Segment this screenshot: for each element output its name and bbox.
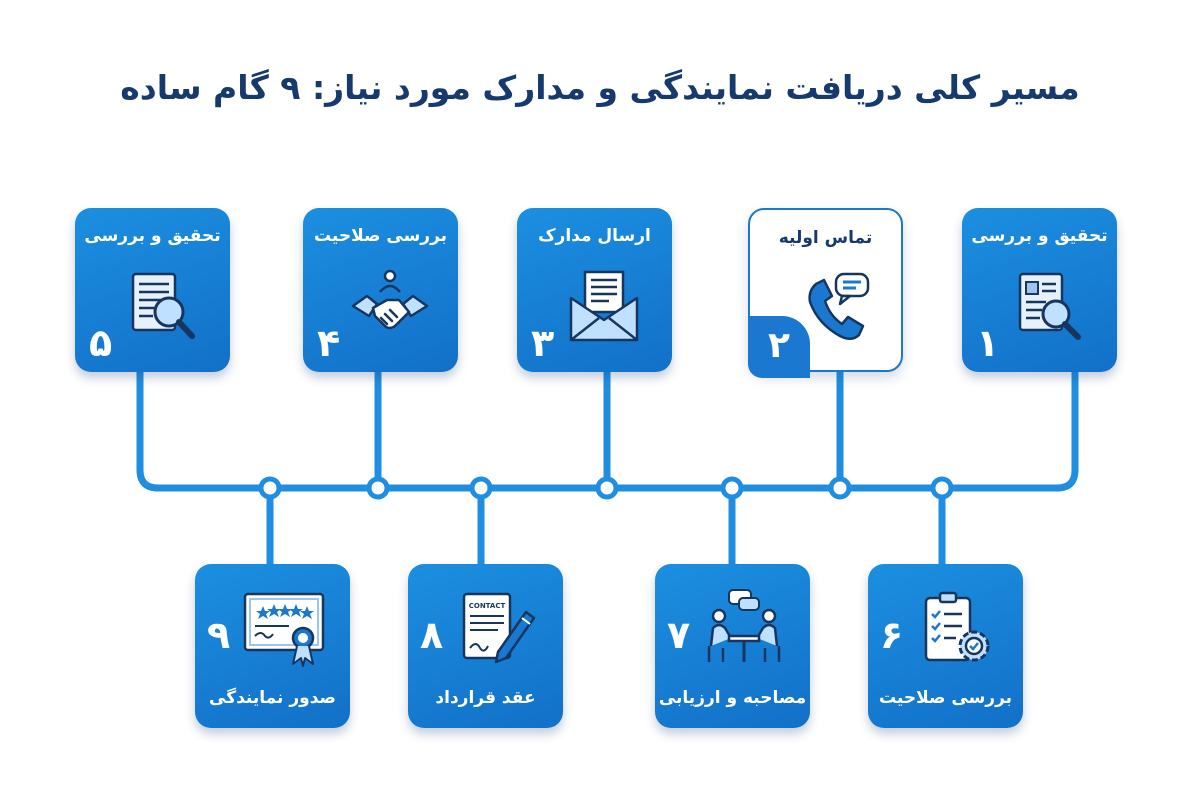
handshake-icon (347, 264, 433, 350)
phone-chat-icon (794, 266, 880, 352)
step-card-9[interactable]: ۹ صدور نمایندگی (195, 564, 350, 728)
step-label: مصاحبه و ارزیابی (658, 688, 807, 708)
step-label: تحقیق و بررسی (971, 226, 1108, 246)
contract-label: CONTACT (469, 602, 506, 610)
checklist-gear-icon (914, 586, 1000, 672)
step-label: عقد قرارداد (435, 688, 536, 708)
step-label: بررسی صلاحیت (878, 688, 1013, 708)
step-label: ارسال مدارک (538, 226, 651, 246)
document-search-icon (1006, 264, 1092, 350)
step-card-6[interactable]: ۶ بررسی صلاحیت (868, 564, 1023, 728)
step-number: ۵ (89, 321, 113, 365)
node-dot (828, 476, 852, 500)
step-card-8[interactable]: CONTACT ۸ عقد قرارداد (408, 564, 563, 728)
step-number: ۲ (748, 316, 810, 378)
contract-pen-icon: CONTACT (454, 586, 540, 672)
step-number: ۱ (976, 321, 1000, 365)
step-card-3[interactable]: ارسال مدارک ۳ (517, 208, 672, 372)
node-dot (366, 476, 390, 500)
step-number: ۷ (667, 613, 691, 657)
step-label: صدور نمایندگی (209, 688, 336, 708)
step-card-2[interactable]: تماس اولیه ۲ (748, 208, 903, 378)
stars (256, 604, 314, 619)
step-label: تماس اولیه (778, 228, 873, 248)
interview-icon (701, 586, 787, 672)
step-card-7[interactable]: ۷ مصاحبه و ارزیابی (655, 564, 810, 728)
step-card-1[interactable]: تحقیق و بررسی ۱ (962, 208, 1117, 372)
document-search-icon (119, 264, 205, 350)
node-dot (930, 476, 954, 500)
envelope-document-icon (561, 264, 647, 350)
step-card-5[interactable]: تحقیق و بررسی ۵ (75, 208, 230, 372)
step-label: تحقیق و بررسی (84, 226, 221, 246)
node-dot (469, 476, 493, 500)
step-card-4[interactable]: بررسی صلاحیت ۴ (303, 208, 458, 372)
node-dot (258, 476, 282, 500)
step-label: بررسی صلاحیت (313, 226, 448, 246)
step-number: ۸ (420, 613, 444, 657)
step-number: ۴ (317, 321, 341, 365)
step-number: ۶ (880, 613, 904, 657)
diagram-title: مسیر کلی دریافت نمایندگی و مدارک مورد نی… (120, 68, 1080, 107)
node-dot (595, 476, 619, 500)
step-number: ۹ (207, 613, 231, 657)
step-number: ۳ (531, 321, 555, 365)
certificate-icon (241, 586, 327, 672)
node-dot (720, 476, 744, 500)
